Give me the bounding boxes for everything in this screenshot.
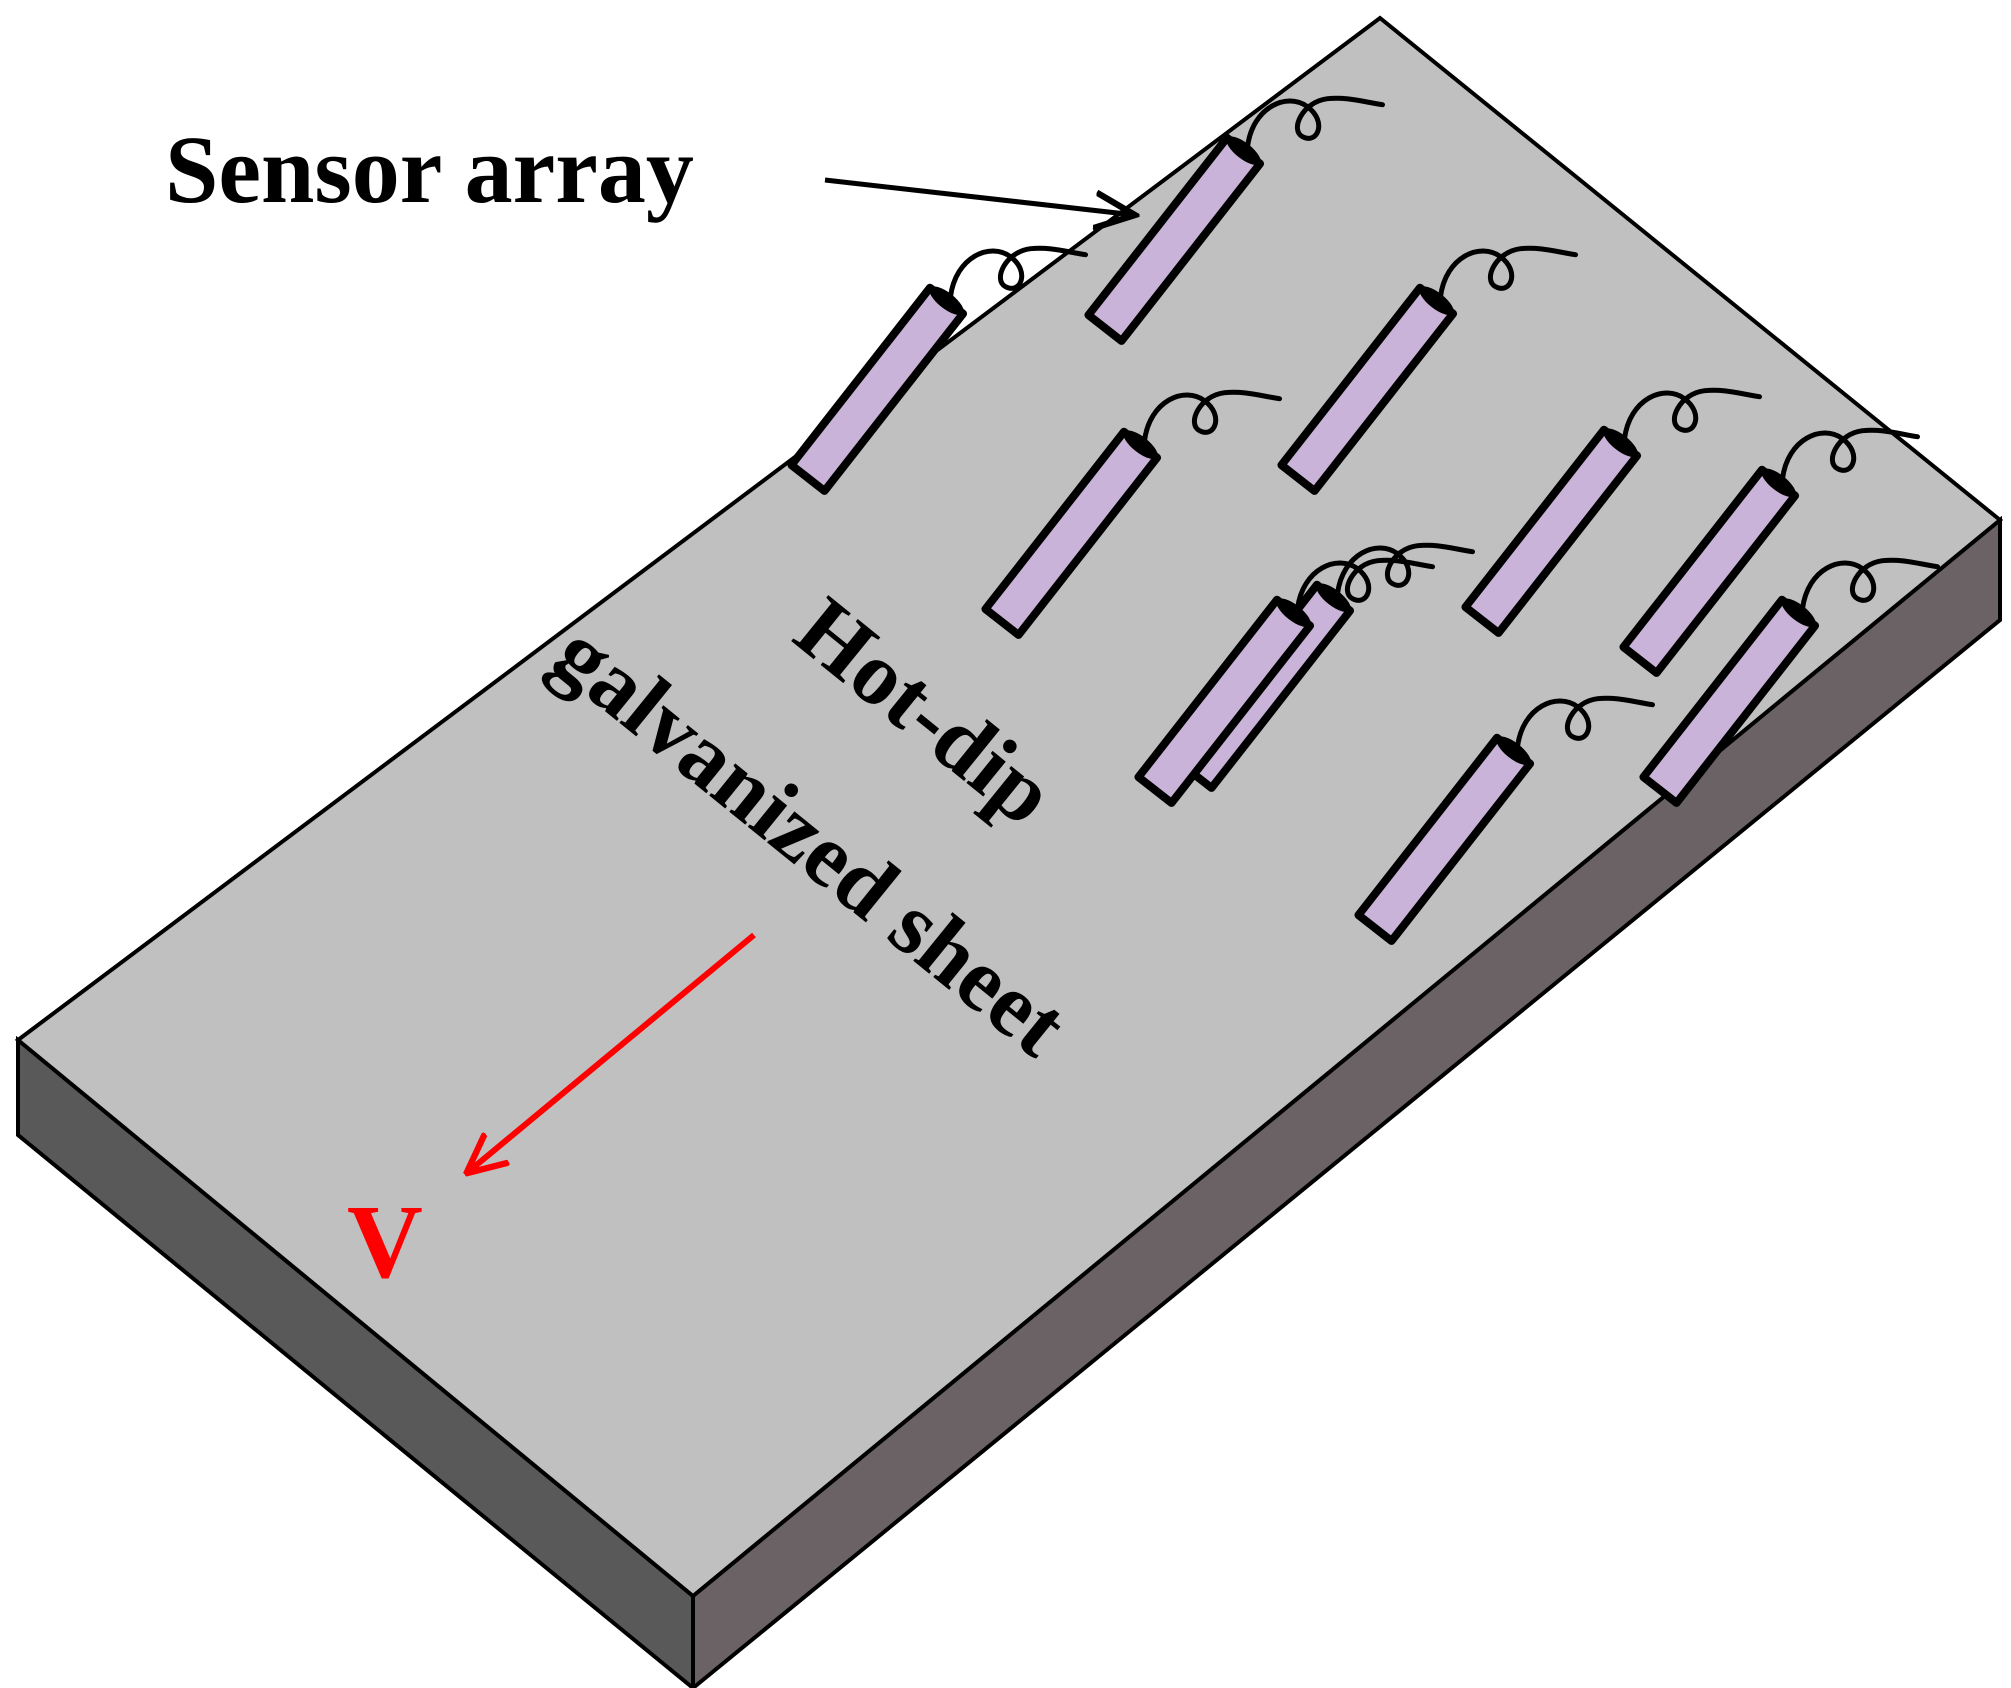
- velocity-arrow: [468, 932, 756, 1172]
- sensor-cap: [1123, 430, 1158, 460]
- sensor-array-pointer-arrow: [824, 177, 1135, 215]
- sensor-cap: [1603, 428, 1638, 458]
- sensor-cap: [1781, 598, 1816, 628]
- sensor-cable: [948, 245, 1089, 300]
- sensor-cable: [1295, 557, 1436, 612]
- sensor-cap: [1276, 598, 1311, 628]
- sensor-cap: [1496, 736, 1531, 766]
- sensor-cable: [1780, 427, 1921, 482]
- sensor: [1461, 387, 1763, 637]
- sensor-cable: [1335, 542, 1476, 597]
- sensor-cable: [1438, 245, 1579, 300]
- sensor: [1277, 245, 1579, 495]
- sensor-cable: [1245, 95, 1386, 150]
- sensor-array: [787, 95, 1941, 945]
- sensor-cap: [1419, 286, 1454, 316]
- sensor-cable: [1142, 389, 1283, 444]
- sensor-cap: [929, 286, 964, 316]
- sensor-cable: [1622, 387, 1763, 442]
- sensor: [1639, 557, 1941, 807]
- sensor: [981, 389, 1283, 639]
- sensor: [1084, 95, 1386, 345]
- sensor-cap: [1226, 136, 1261, 166]
- sensor-cable: [1515, 695, 1656, 750]
- sensor-cap: [1316, 583, 1351, 613]
- sensor-cable: [1800, 557, 1941, 612]
- sensor: [787, 245, 1089, 495]
- velocity-label: V: [347, 1183, 423, 1300]
- sensor: [1134, 557, 1436, 807]
- sensor: [1354, 695, 1656, 945]
- sensor-cap: [1761, 468, 1796, 498]
- sensor-array-label: Sensor array: [165, 116, 694, 223]
- sensor: [1619, 427, 1921, 677]
